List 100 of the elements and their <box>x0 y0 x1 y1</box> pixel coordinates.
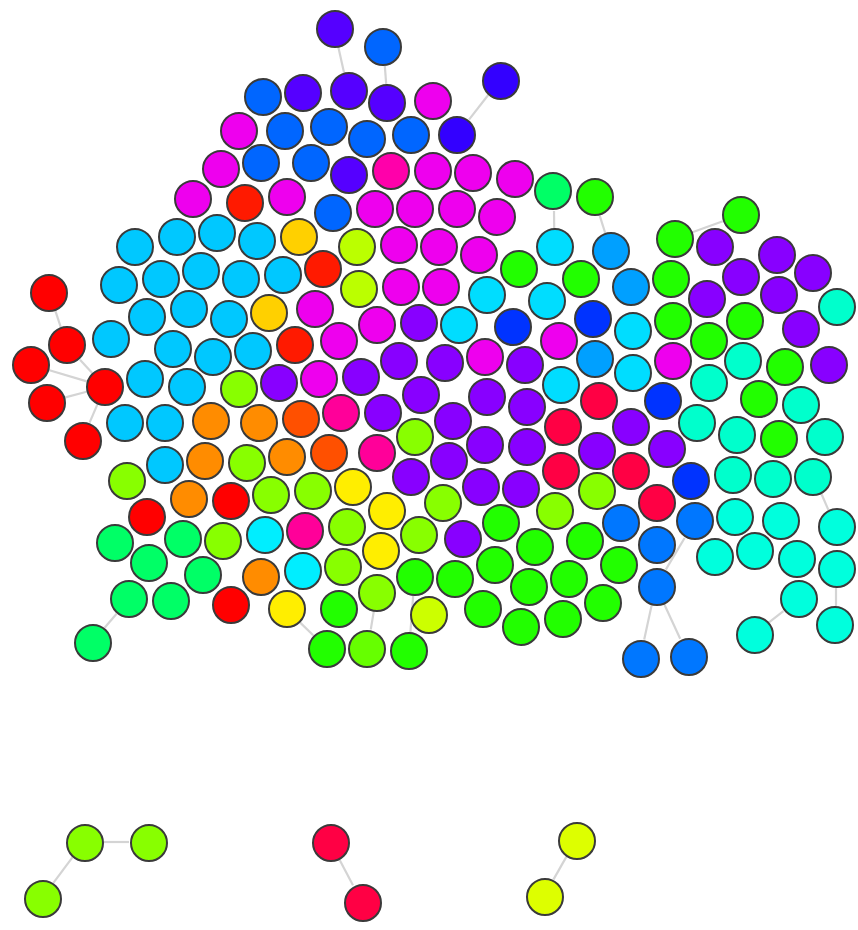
node-circle <box>809 346 848 385</box>
node-circle <box>466 337 505 376</box>
node-circle <box>527 282 565 321</box>
node-circle <box>367 491 406 530</box>
link-line <box>552 855 568 881</box>
node-circle <box>724 342 763 381</box>
node-circle <box>515 527 554 566</box>
node-circle <box>110 580 149 619</box>
node-circle <box>817 508 855 547</box>
node-circle <box>245 516 284 555</box>
node-circle <box>320 322 359 361</box>
link-line <box>834 588 838 606</box>
link-line <box>338 858 354 886</box>
link-line <box>409 595 415 633</box>
node-circle <box>209 299 248 338</box>
node-circle <box>718 415 757 454</box>
link-line <box>664 537 686 571</box>
node-circle <box>151 582 190 621</box>
node-circle <box>507 387 546 426</box>
node-circle <box>793 254 832 293</box>
node-circle <box>466 426 505 465</box>
node-circle <box>129 823 167 861</box>
node-circle <box>128 497 167 536</box>
node-circle <box>543 600 582 639</box>
node-circle <box>688 280 727 319</box>
node-circle <box>591 232 630 271</box>
node-circle <box>612 452 651 491</box>
node-circle <box>174 180 213 219</box>
link-line <box>598 215 607 234</box>
node-circle <box>322 394 361 433</box>
node-circle <box>653 301 691 340</box>
node-circle <box>194 337 233 376</box>
node-circle <box>267 590 306 629</box>
node-circle <box>782 310 821 349</box>
link-line <box>337 46 346 73</box>
node-circle <box>157 218 196 257</box>
node-circle <box>381 267 420 306</box>
node-circle <box>242 557 281 596</box>
node-circle <box>614 353 653 392</box>
node-circle <box>806 418 845 457</box>
node-circle <box>243 77 282 116</box>
node-circle <box>348 629 387 668</box>
node-circle <box>721 195 760 234</box>
node-circle <box>105 404 144 443</box>
node-circle <box>574 299 613 338</box>
node-circle <box>506 346 545 385</box>
node-circle <box>281 399 320 438</box>
node-circle <box>420 227 459 266</box>
node-circle <box>291 144 330 183</box>
node-circle <box>762 501 801 540</box>
node-circle <box>481 61 519 99</box>
node-circle <box>695 538 734 577</box>
node-circle <box>672 461 711 500</box>
node-circle <box>327 507 366 546</box>
node-circle <box>525 877 563 915</box>
node-circle <box>240 404 279 443</box>
node-circle <box>400 516 439 555</box>
node-circle <box>63 421 101 459</box>
node-circle <box>675 502 714 541</box>
node-circle <box>611 268 650 307</box>
link-line <box>643 604 653 640</box>
node-circle <box>454 153 493 192</box>
node-circle <box>754 460 793 499</box>
node-circle <box>438 115 477 154</box>
node-circle <box>192 401 231 440</box>
node-circle <box>549 560 588 598</box>
node-circle <box>30 273 69 312</box>
node-circle <box>368 83 407 122</box>
node-circle <box>464 590 503 629</box>
node-circle <box>562 260 600 299</box>
node-circle <box>689 321 728 360</box>
node-circle <box>500 250 539 289</box>
node-circle <box>268 438 307 477</box>
node-circle <box>637 525 676 564</box>
link-line <box>692 220 724 234</box>
node-circle <box>647 429 686 468</box>
node-circle <box>142 259 181 298</box>
node-circle <box>309 107 347 146</box>
node-circle <box>759 420 798 459</box>
node-circle <box>599 545 638 584</box>
node-circle <box>304 250 343 289</box>
node-circle <box>145 445 184 484</box>
node-circle <box>740 380 779 419</box>
node-circle <box>279 217 318 256</box>
node-circle <box>424 483 463 522</box>
node-circle <box>126 359 165 398</box>
node-circle <box>678 403 717 442</box>
node-circle <box>283 552 322 591</box>
node-circle <box>716 497 755 536</box>
node-circle <box>722 258 761 297</box>
node-circle <box>817 549 855 588</box>
node-circle <box>73 623 111 661</box>
node-circle <box>250 294 289 333</box>
node-circle <box>92 319 131 358</box>
node-circle <box>433 401 472 440</box>
node-circle <box>211 481 250 520</box>
node-circle <box>293 471 332 510</box>
link-line <box>369 611 375 630</box>
node-circle <box>396 417 435 456</box>
link-line <box>54 310 63 329</box>
